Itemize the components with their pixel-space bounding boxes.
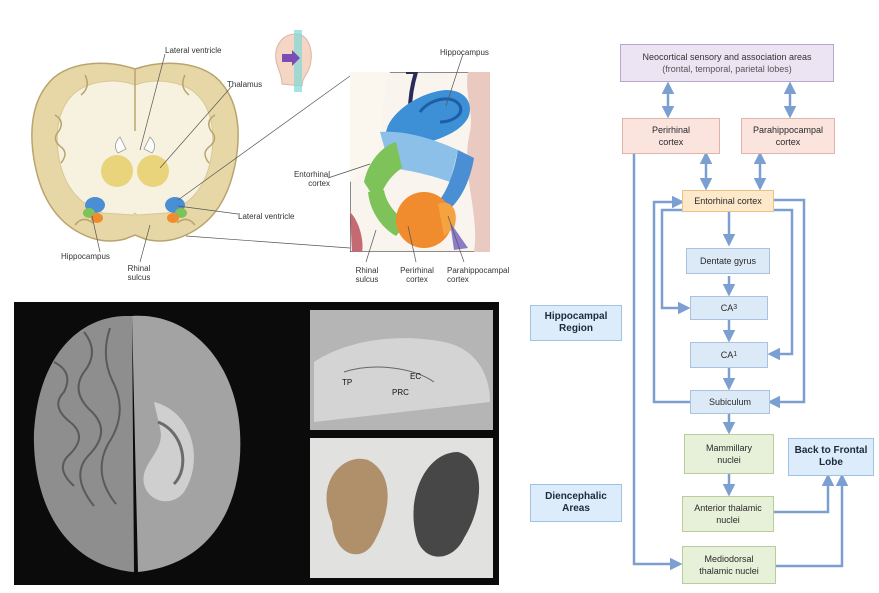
subiculum-label: Subiculum [708,397,752,407]
entorhinal-label: Entorhinal cortex [694,196,762,206]
box-hippocampal-region: Hippocampal Region [530,305,622,341]
hippocampal-zoom-illustration [350,72,490,252]
label-rhinal-sulcus-zoom: Rhinal sulcus [355,266,379,284]
ca1-label: CA [720,350,734,360]
dentate-label: Dentate gyrus [699,256,757,266]
parahippocampal-label: Parahippocampal cortex [752,125,824,147]
neocortical-subtitle: (frontal, temporal, parietal lobes) [662,64,792,74]
box-dentate-gyrus: Dentate gyrus [686,248,770,274]
box-mammillary: Mammillary nuclei [684,434,774,474]
box-parahippocampal: Parahippocampal cortex [741,118,835,154]
box-diencephalic-areas: Diencephalic Areas [530,484,622,522]
zoom-leaders [327,53,465,263]
label-parahippocampal-cortex: Parahippocampal cortex [447,266,510,284]
neocortical-title: Neocortical sensory and association area… [642,52,812,62]
box-mediodorsal: Mediodorsal thalamic nuclei [682,546,776,584]
perirhinal-label: Perirhinal cortex [651,125,691,147]
ca3-label: CA [720,303,734,313]
brain-dissection-photo [14,302,499,585]
box-perirhinal: Perirhinal cortex [622,118,720,154]
box-neocortical: Neocortical sensory and association area… [620,44,834,82]
diencephalic-areas-label: Diencephalic Areas [545,491,607,514]
box-back-to-frontal: Back to Frontal Lobe [788,438,874,476]
label-hippocampus-zoom: Hippocampus [440,48,489,57]
photo-label-tp: TP [342,378,353,387]
ca1-subscript: 1 [733,351,738,358]
coronal-brain-illustration [31,62,239,242]
label-entorhinal-cortex: Entorhinal cortex [293,170,330,188]
ca3-subscript: 3 [733,304,738,311]
photo-label-prc: PRC [392,388,409,397]
label-lateral-ventricle-top: Lateral ventricle [165,46,222,55]
label-lateral-ventricle-bottom: Lateral ventricle [238,212,295,221]
label-thalamus: Thalamus [227,80,263,89]
leader-lines [91,53,351,263]
back-to-frontal-label: Back to Frontal Lobe [794,445,868,468]
mediodorsal-label: Mediodorsal thalamic nuclei [699,554,759,576]
label-perirhinal-cortex: Perirhinal cortex [400,266,434,284]
box-entorhinal: Entorhinal cortex [682,190,774,212]
head-orientation-icon [275,30,312,92]
box-anterior-thalamic: Anterior thalamic nuclei [682,496,774,532]
box-subiculum: Subiculum [690,390,770,414]
photo-label-ec: EC [410,372,422,381]
label-hippocampus-left: Hippocampus [61,252,110,261]
hippocampal-region-label: Hippocampal Region [544,311,608,334]
label-rhinal-sulcus-left: Rhinal sulcus [127,264,151,282]
anterior-thalamic-label: Anterior thalamic nuclei [694,503,762,525]
mammillary-label: Mammillary nuclei [706,443,752,465]
